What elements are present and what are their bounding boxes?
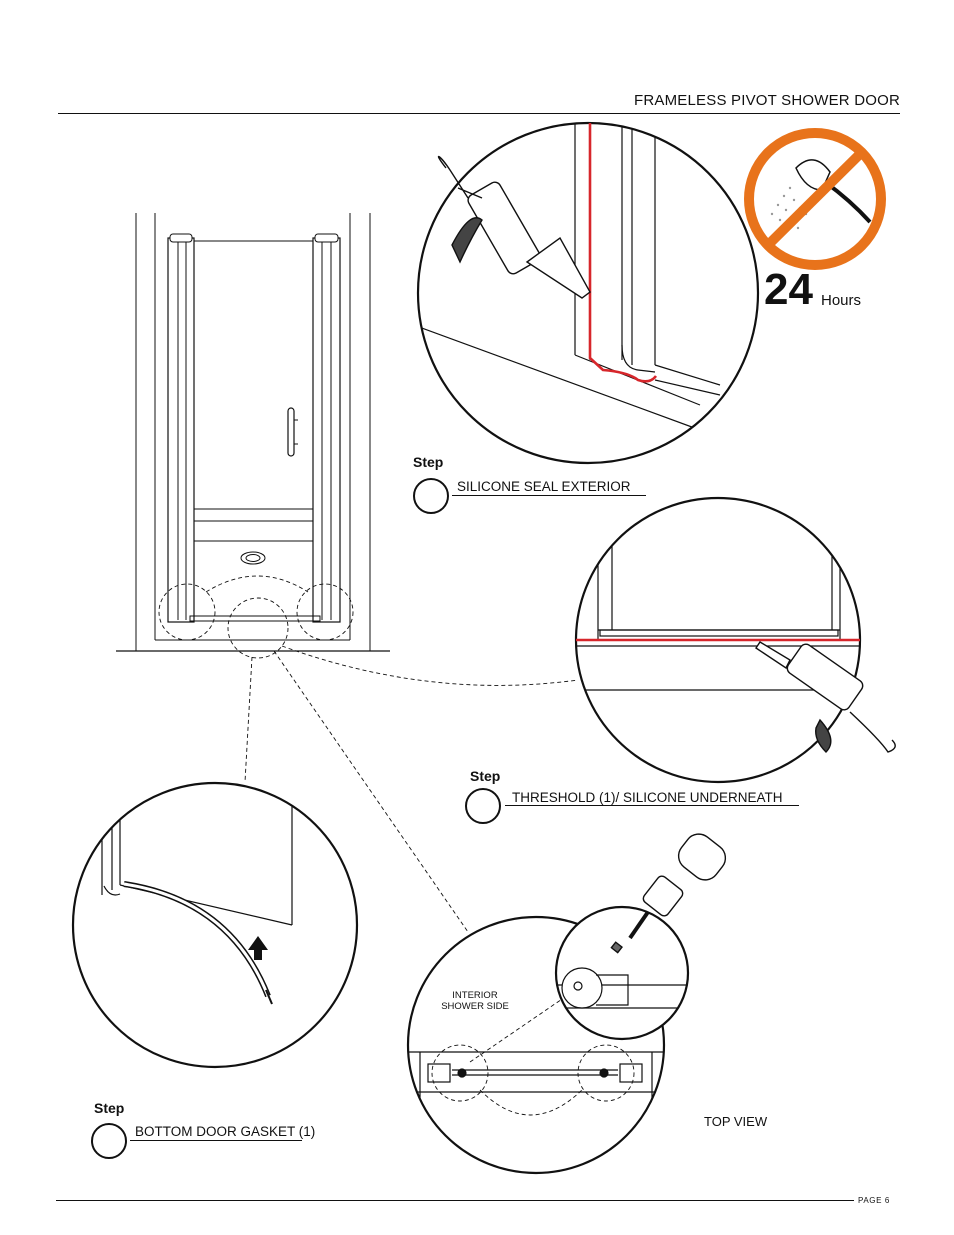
interior-label-line1: INTERIOR <box>452 990 498 1001</box>
hours-number: 24 <box>764 265 813 314</box>
arrow-up-icon <box>248 936 268 960</box>
step-underline <box>452 495 646 496</box>
step-number-circle <box>91 1123 127 1159</box>
step-label: Step <box>413 454 444 470</box>
footer-rule <box>56 1200 854 1201</box>
step-text: THRESHOLD (1)/ SILICONE UNDERNEATH <box>512 790 783 805</box>
step-text: BOTTOM DOOR GASKET (1) <box>135 1124 316 1139</box>
step-number-circle <box>465 788 501 824</box>
page-number: PAGE 6 <box>858 1196 890 1205</box>
caulk-gun-icon <box>437 155 591 299</box>
step-underline <box>505 805 799 806</box>
step-label: Step <box>94 1100 125 1116</box>
interior-label: INTERIOR SHOWER SIDE <box>420 990 530 1012</box>
screwdriver-icon <box>610 833 727 954</box>
caulk-gun-icon <box>755 641 896 753</box>
step-text: SILICONE SEAL EXTERIOR <box>457 479 631 494</box>
step-number-circle <box>413 478 449 514</box>
hours-unit: Hours <box>821 292 862 309</box>
shower-door-overview <box>116 213 579 933</box>
detail-silicone-exterior <box>416 121 760 465</box>
detail-pivot-zoom <box>554 833 727 1041</box>
header-rule <box>58 113 900 114</box>
step-label: Step <box>470 768 501 784</box>
top-view-label: TOP VIEW <box>704 1114 768 1129</box>
no-shower-icon <box>744 128 886 270</box>
step-underline <box>130 1140 302 1141</box>
detail-bottom-gasket <box>71 781 359 1069</box>
detail-threshold <box>574 496 896 784</box>
interior-label-line2: SHOWER SIDE <box>441 1001 509 1012</box>
page-title: FRAMELESS PIVOT SHOWER DOOR <box>634 92 900 109</box>
